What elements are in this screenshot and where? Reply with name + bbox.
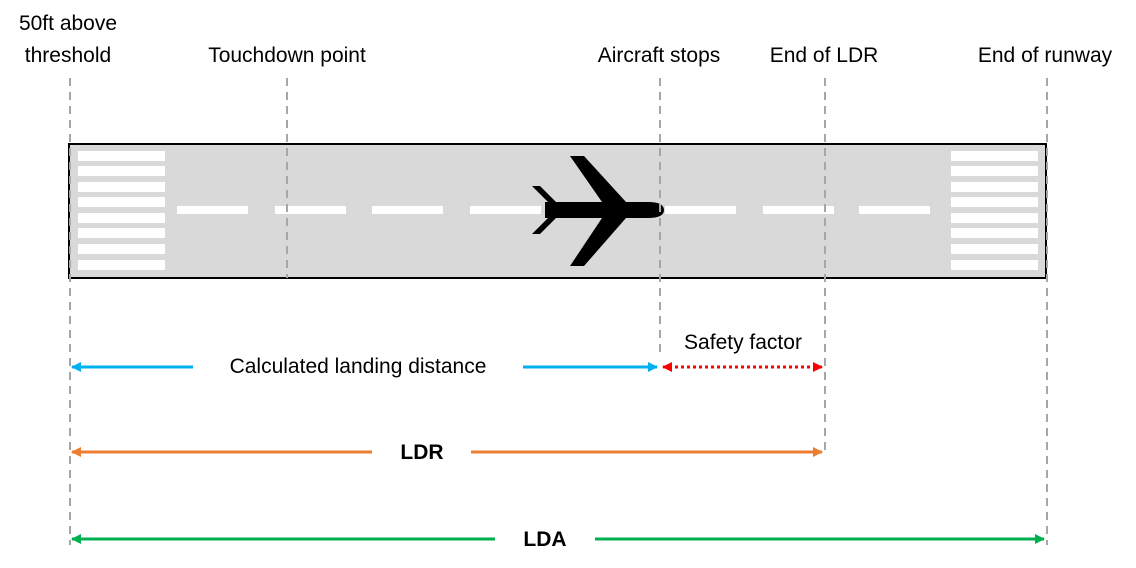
guide-lines [69, 78, 1048, 545]
lda-arrow: LDA [71, 528, 1045, 551]
threshold-markings-right [951, 151, 1038, 270]
aircraft-stops-label: Aircraft stops [598, 44, 721, 67]
end-ldr-label: End of LDR [770, 44, 879, 67]
airplane-icon [532, 156, 664, 266]
safety-factor-arrow: Safety factor [662, 331, 823, 372]
lda-label: LDA [523, 528, 566, 551]
threshold-markings-left [78, 151, 165, 270]
calculated-distance-arrow: Calculated landing distance [71, 355, 658, 378]
runway-centerline [177, 206, 930, 214]
ldr-arrow: LDR [71, 441, 823, 464]
calculated-distance-label: Calculated landing distance [230, 355, 487, 378]
runway [68, 143, 1047, 279]
threshold-label-line1: 50ft above [19, 12, 117, 35]
ldr-label: LDR [400, 441, 443, 464]
safety-factor-label: Safety factor [684, 331, 802, 354]
touchdown-label: Touchdown point [208, 44, 366, 67]
end-runway-label: End of runway [978, 44, 1113, 67]
threshold-label-line2: threshold [25, 44, 111, 67]
